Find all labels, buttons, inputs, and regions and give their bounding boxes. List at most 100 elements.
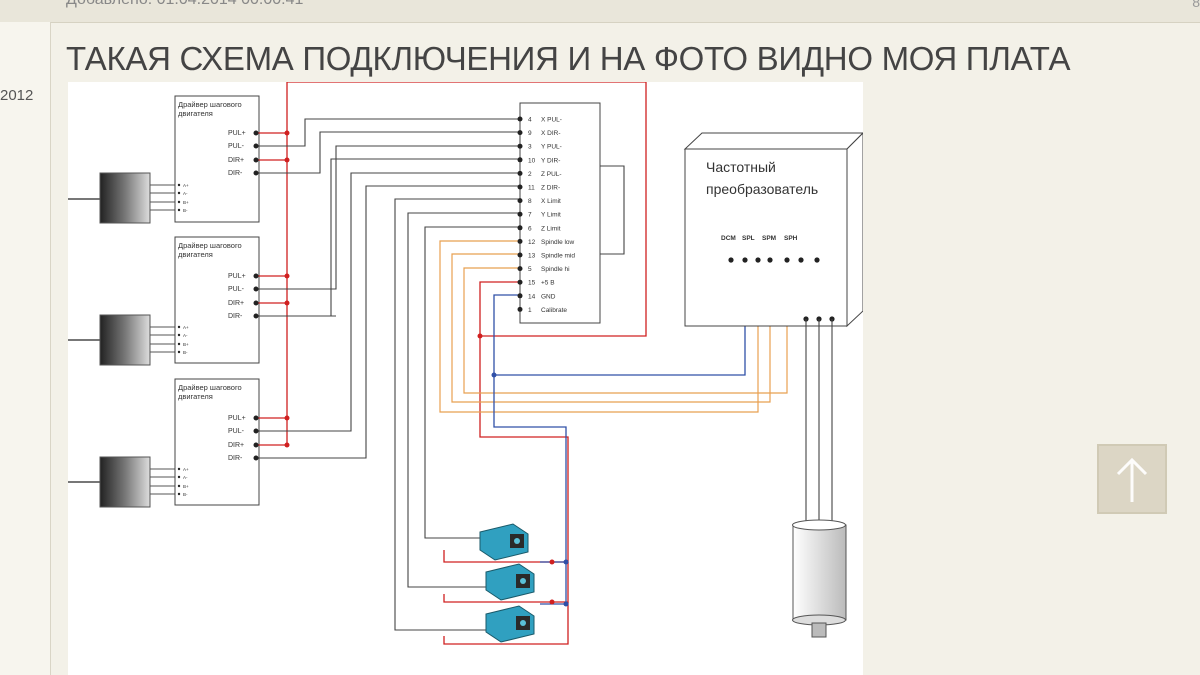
- stepper-driver-2: Драйвер шагового двигателя PUL+ PUL- DIR…: [174, 236, 260, 364]
- controller-pin-dot: [517, 157, 523, 163]
- controller-pin-number: 13: [528, 253, 536, 260]
- controller-pin-dot: [517, 116, 523, 122]
- controller-pin-dot: [517, 225, 523, 231]
- controller-pin-dot: [517, 306, 523, 312]
- controller-pin-number: 1: [528, 307, 532, 314]
- controller-pin-dot: [517, 143, 523, 149]
- driver-pin-label: DIR-: [228, 455, 243, 462]
- stepper-driver-1: Драйвер шагового двигателя PUL+ PUL- DIR…: [174, 95, 260, 223]
- driver-subtitle: двигателя: [178, 250, 213, 259]
- controller-pin-dot: [517, 293, 523, 299]
- controller-pin-dot: [517, 130, 523, 136]
- controller-pin-label: X DIR-: [541, 130, 561, 137]
- power-wires: [256, 82, 647, 645]
- controller-pin-label: Spindle hi: [541, 266, 570, 273]
- stepper-driver-3: Драйвер шагового двигателя PUL+ PUL- DIR…: [174, 378, 260, 506]
- post-date: Добавлено: 01.04.2014 00:00:41: [66, 0, 303, 9]
- motor-pin-label: A-: [183, 333, 188, 338]
- user-join-year: 2012: [0, 87, 34, 104]
- scroll-to-top-button[interactable]: [1097, 444, 1167, 514]
- user-sidebar: 2012: [0, 22, 51, 675]
- wiring-diagram: Драйвер шагового двигателя PUL+ PUL- DIR…: [68, 82, 863, 645]
- controller-pin-dot: [517, 211, 523, 217]
- signal-wires: [256, 118, 625, 631]
- vfd-terminal-label: SPM: [762, 235, 776, 242]
- controller-pin-dot: [517, 238, 523, 244]
- controller-pin-dot: [517, 184, 523, 190]
- controller-pin-number: 7: [528, 212, 532, 219]
- motor-pin-label: B+: [183, 484, 189, 489]
- motor-pin-label: A+: [183, 325, 189, 330]
- motor-pin-label: B+: [183, 200, 189, 205]
- driver-pin-label: DIR-: [228, 170, 243, 177]
- frequency-inverter: Частотный преобразователь DCM SPL SPM SP…: [683, 132, 863, 328]
- stepper-motor-2: [68, 314, 176, 366]
- controller-pin-dot: [517, 266, 523, 272]
- vfd-terminal-label: DCM: [721, 235, 736, 242]
- motor-power-wires: [805, 319, 833, 522]
- controller-pin-label: Calibrate: [541, 307, 567, 314]
- driver-pin-label: PUL-: [228, 143, 245, 150]
- spindle-wires: [439, 240, 788, 413]
- controller-pin-number: 9: [528, 130, 532, 137]
- driver-pin-label: PUL+: [228, 415, 246, 422]
- driver-pin-label: DIR+: [228, 157, 244, 164]
- vfd-terminal-label: SPH: [784, 235, 798, 242]
- controller-pin-number: 3: [528, 144, 532, 151]
- controller-pin-label: Z DIR-: [541, 185, 560, 192]
- motor-pin-label: A+: [183, 467, 189, 472]
- vfd-title: Частотный: [706, 159, 776, 175]
- controller-pin-label: +5 В: [541, 280, 555, 287]
- controller-pin-dot: [517, 279, 523, 285]
- controller-pin-number: 15: [528, 280, 536, 287]
- controller-pin-number: 5: [528, 266, 532, 273]
- motor-pin-label: B+: [183, 342, 189, 347]
- controller-pin-number: 14: [528, 293, 536, 300]
- spindle-motor: [792, 519, 847, 638]
- controller-pin-label: Spindle mid: [541, 253, 575, 260]
- driver-pin-label: DIR-: [228, 313, 243, 320]
- controller-pin-label: X Limit: [541, 198, 561, 205]
- controller-pin-number: 10: [528, 157, 536, 164]
- motor-pin-label: A-: [183, 191, 188, 196]
- post-number: 8: [1192, 0, 1200, 10]
- stepper-motor-3: [68, 456, 176, 508]
- motor-pin-label: B-: [183, 208, 188, 213]
- driver-pin-label: PUL+: [228, 130, 246, 137]
- controller-pin-label: Z Limit: [541, 225, 561, 232]
- limit-sensor-1: [479, 523, 529, 561]
- controller-pin-number: 8: [528, 198, 532, 205]
- controller-pin-number: 11: [528, 185, 535, 192]
- driver-title: Драйвер шагового: [178, 383, 242, 392]
- driver-pin-label: PUL-: [228, 286, 245, 293]
- controller-pin-label: Y DIR-: [541, 157, 560, 164]
- controller-pin-label: Spindle low: [541, 239, 575, 246]
- motor-pin-label: A+: [183, 183, 189, 188]
- controller-pin-number: 6: [528, 225, 532, 232]
- controller-pin-label: Y Limit: [541, 212, 561, 219]
- controller-pin-number: 4: [528, 117, 532, 124]
- controller-pin-number: 12: [528, 239, 536, 246]
- driver-pin-label: DIR+: [228, 300, 244, 307]
- wire-junctions: [284, 130, 569, 607]
- controller-pin-dot: [517, 170, 523, 176]
- controller-pin-label: X PUL-: [541, 117, 562, 124]
- driver-title: Драйвер шагового: [178, 241, 242, 250]
- driver-subtitle: двигателя: [178, 392, 213, 401]
- driver-pin-label: DIR+: [228, 442, 244, 449]
- controller-pin-dot: [517, 198, 523, 204]
- limit-sensor-3: [485, 605, 535, 643]
- motor-pin-label: B-: [183, 492, 188, 497]
- controller-pin-label: GND: [541, 293, 556, 300]
- driver-pin-dots: [177, 130, 259, 496]
- arrow-up-icon: [1116, 457, 1148, 502]
- post-meta-bar: Добавлено: 01.04.2014 00:00:41 8: [0, 0, 1200, 23]
- vfd-terminal-label: SPL: [742, 235, 755, 242]
- motor-pin-label: B-: [183, 350, 188, 355]
- controller-pin-number: 2: [528, 171, 532, 178]
- driver-pin-label: PUL+: [228, 273, 246, 280]
- wiring-diagram-image: Драйвер шагового двигателя PUL+ PUL- DIR…: [68, 82, 863, 675]
- limit-sensor-2: [485, 563, 535, 601]
- post-title: ТАКАЯ СХЕМА ПОДКЛЮЧЕНИЯ И НА ФОТО ВИДНО …: [66, 40, 1071, 77]
